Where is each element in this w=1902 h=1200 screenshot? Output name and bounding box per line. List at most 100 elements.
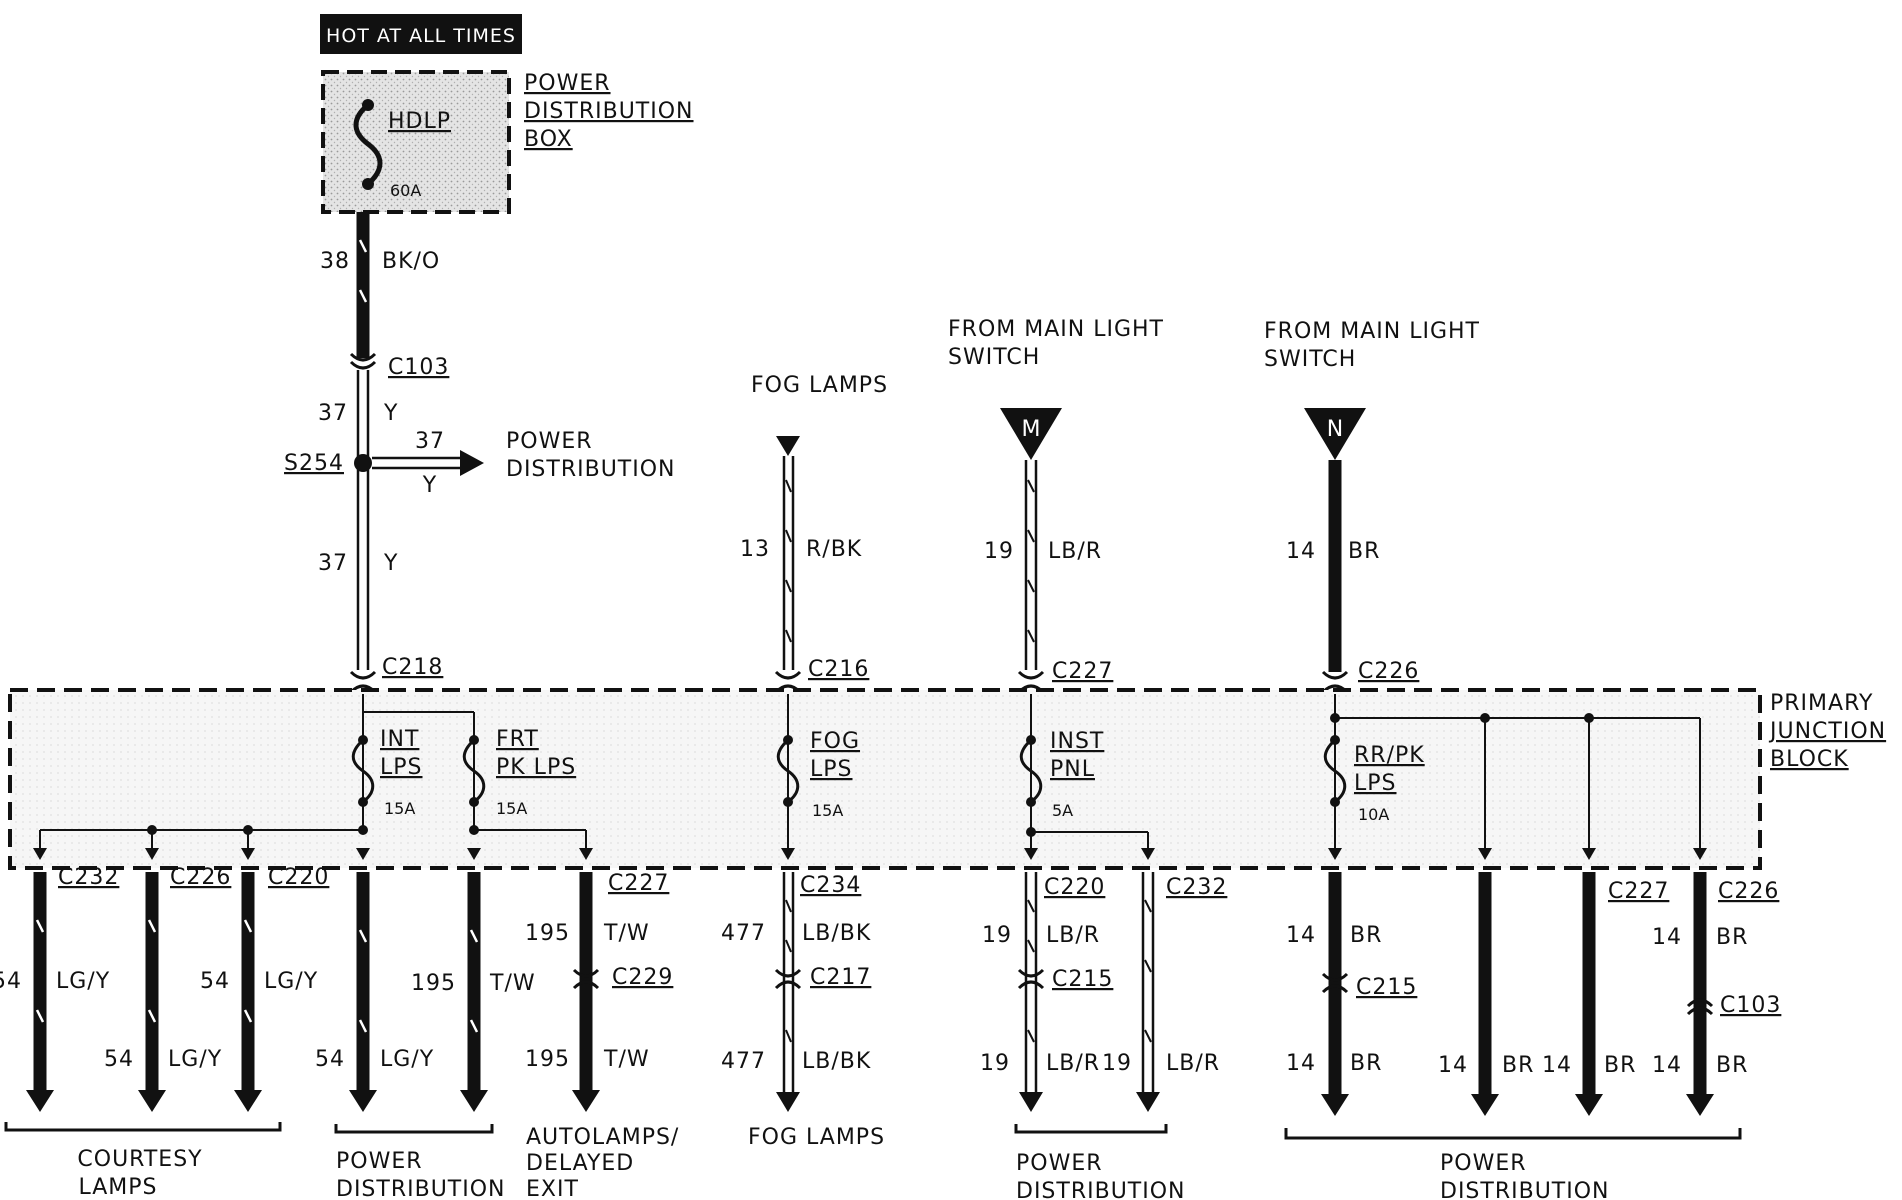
footer-pd3-1: POWER [1440, 1151, 1527, 1176]
fog-source-title: FOG LAMPS [751, 373, 888, 398]
pdb-label-1: POWER [524, 71, 611, 96]
fuse-rr-name-1: RR/PK [1354, 743, 1425, 768]
courtesy-1-conn: C232 [58, 865, 119, 890]
fuse-rr-rating: 10A [1358, 805, 1389, 824]
pjb-label-3: BLOCK [1770, 747, 1849, 772]
courtesy-3-conn: C220 [268, 865, 329, 890]
rr-output-wire-2 [1471, 872, 1499, 1116]
inst-output-wire-1 [1017, 872, 1045, 1112]
rr3-c227: C227 [1608, 879, 1669, 904]
wire-37-color-upper: Y [383, 401, 398, 426]
bus-junction-dots [147, 713, 1594, 837]
fuse-int-rating: 15A [384, 799, 415, 818]
branch-dest-2: DISTRIBUTION [506, 457, 676, 482]
footer-fog: FOG LAMPS [748, 1125, 885, 1150]
rr4-c226: C226 [1718, 879, 1779, 904]
auto-c229: C229 [612, 965, 673, 990]
connector-c103-top [349, 352, 377, 370]
auto-c227: C227 [608, 871, 669, 896]
s254-label: S254 [284, 451, 344, 476]
pdb-label-2: DISTRIBUTION [524, 99, 694, 124]
rr4-num-1: 14 [1652, 925, 1682, 950]
wire-37-num-lower: 37 [318, 551, 348, 576]
rr3-num: 14 [1542, 1053, 1572, 1078]
fuse-frt-name-2: PK LPS [496, 755, 576, 780]
fog-c217: C217 [810, 965, 871, 990]
branch-color: Y [422, 473, 437, 498]
m-terminal-triangle [1000, 408, 1062, 460]
inst-c220: C220 [1044, 875, 1105, 900]
wire-13-color: R/BK [806, 537, 862, 562]
auto-color-1: T/W [603, 921, 650, 946]
fog-output-wire [774, 872, 802, 1112]
courtesy-3-num: 54 [200, 969, 230, 994]
inst-color-2: LB/R [1046, 1051, 1100, 1076]
branch-num: 37 [415, 429, 445, 454]
autolamps-output-wire [572, 872, 600, 1112]
courtesy-1-color: LG/Y [56, 969, 110, 994]
pjb-output-arrowheads [33, 848, 1707, 860]
fuse-fog-name-2: LPS [810, 757, 853, 782]
fog-color-2: LB/BK [802, 1049, 871, 1074]
rr-output-wire-3 [1575, 872, 1603, 1116]
fog-num-2: 477 [721, 1049, 766, 1074]
frt-pk-output-wire [460, 872, 488, 1112]
wire-19-color: LB/R [1048, 539, 1102, 564]
wire-37-y [356, 370, 370, 670]
footer-pd2-2: DISTRIBUTION [1016, 1179, 1186, 1200]
courtesy-wire-1 [26, 872, 54, 1112]
wire-14-num: 14 [1286, 539, 1316, 564]
inst-num-1: 19 [982, 923, 1012, 948]
footer-auto-3: EXIT [526, 1177, 579, 1200]
footer-pd2-1: POWER [1016, 1151, 1103, 1176]
courtesy-1-num: 54 [0, 969, 22, 994]
inst-output-wire-2 [1136, 872, 1160, 1112]
fuse-frt-name-1: FRT [496, 727, 539, 752]
fog-num-1: 477 [721, 921, 766, 946]
rr-output-wire-1 [1321, 872, 1349, 1116]
int-lps-output-wire [349, 872, 377, 1112]
inst-color-1: LB/R [1046, 923, 1100, 948]
footer-auto-2: DELAYED [526, 1151, 634, 1176]
wire-14-color: BR [1348, 539, 1380, 564]
fuse-int-name-1: INT [380, 727, 419, 752]
rr1-color-1: BR [1350, 923, 1382, 948]
footer-pd3-2: DISTRIBUTION [1440, 1179, 1610, 1200]
courtesy-wire-2 [138, 872, 166, 1112]
rr1-color-2: BR [1350, 1051, 1382, 1076]
fuse-rr-pk-lps-symbol [1323, 735, 1347, 807]
fog-color-1: LB/BK [802, 921, 871, 946]
fuse-int-name-2: LPS [380, 755, 423, 780]
rr4-c103: C103 [1720, 993, 1781, 1018]
pjb-label-1: PRIMARY [1770, 691, 1873, 716]
n-terminal-letter: N [1327, 417, 1343, 442]
fuse-inst-pnl-symbol [1019, 735, 1043, 807]
inst-c215: C215 [1052, 967, 1113, 992]
m-source-title-2: SWITCH [948, 345, 1040, 370]
rr1-num-2: 14 [1286, 1051, 1316, 1076]
fuse-inst-name-2: PNL [1050, 757, 1095, 782]
footer-courtesy-1: COURTESY [77, 1147, 202, 1172]
branch-to-power-distribution [372, 450, 484, 476]
fuse-int-lps-symbol [351, 735, 375, 807]
n-terminal-triangle [1304, 408, 1366, 460]
rr2-color: BR [1502, 1053, 1534, 1078]
inst2-c232: C232 [1166, 875, 1227, 900]
m-terminal-letter: M [1022, 417, 1041, 442]
rr4-num-2: 14 [1652, 1053, 1682, 1078]
inst-num-2: 19 [980, 1051, 1010, 1076]
fuse-inst-rating: 5A [1052, 801, 1073, 820]
hdlp-fuse-symbol [353, 99, 383, 190]
hdlp-fuse-label: HDLP [388, 109, 451, 134]
fuse-rr-name-2: LPS [1354, 771, 1397, 796]
power-distribution-box [321, 70, 511, 214]
primary-junction-block [8, 688, 1762, 870]
fuse-fog-name-1: FOG [810, 729, 860, 754]
wire-13-num: 13 [740, 537, 770, 562]
branch-dest-1: POWER [506, 429, 593, 454]
n-source-title-1: FROM MAIN LIGHT [1264, 319, 1480, 344]
courtesy-2-color: LG/Y [168, 1047, 222, 1072]
c227-top-label: C227 [1052, 659, 1113, 684]
int-out-num: 54 [315, 1047, 345, 1072]
c218-label: C218 [382, 655, 443, 680]
